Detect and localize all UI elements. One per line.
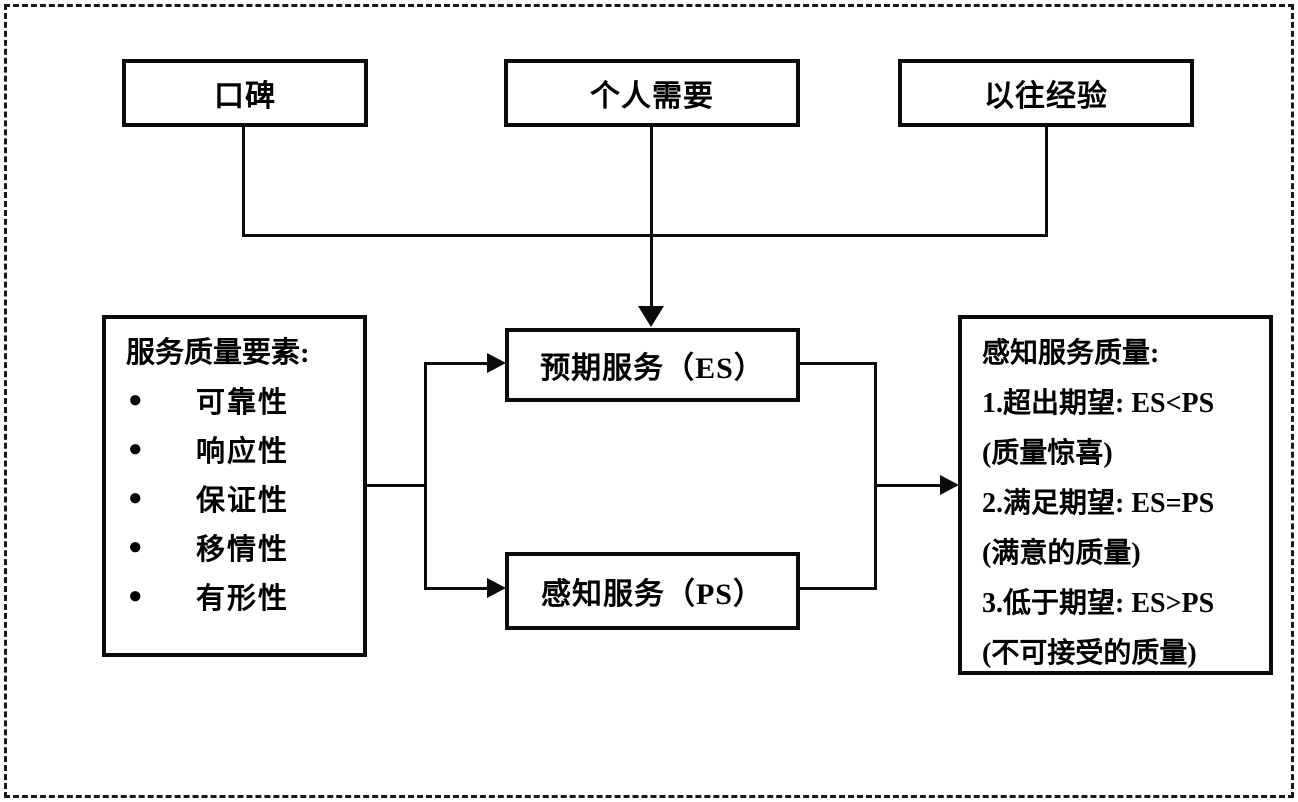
arrowhead-into-ps (487, 578, 506, 598)
box-perceived-service: 感知服务（PS） (505, 552, 800, 630)
connector-experience-down (1045, 126, 1048, 237)
bullet-icon: ● (128, 435, 143, 462)
list-item-empathy: ● 移情性 (126, 522, 363, 571)
bullet-icon: ● (128, 533, 143, 560)
box-service-quality-elements: 服务质量要素: ● 可靠性 ● 响应性 ● 保证性 ● 移情性 ● 有形性 (102, 315, 367, 657)
connector-needs-down (650, 126, 653, 308)
quality-line-exceed-note: (质量惊喜) (982, 438, 1113, 469)
connector-to-es-shaft (424, 362, 488, 365)
list-item-tangibles: ● 有形性 (126, 571, 363, 620)
quality-line-below-note: (不可接受的质量) (982, 638, 1197, 669)
quality-line-meet: 2.满足期望: ES=PS (982, 488, 1215, 519)
list-item-label: 移情性 (196, 533, 290, 566)
box-perceived-service-label: 感知服务（PS） (540, 578, 764, 611)
connector-to-quality-shaft (874, 484, 942, 487)
connector-collector-horizontal (242, 234, 1048, 237)
list-item-label: 有形性 (196, 582, 290, 615)
outer-dashed-border (4, 4, 1294, 798)
connector-elements-stub (367, 484, 426, 487)
bullet-icon: ● (128, 386, 143, 413)
quality-line-exceed: 1.超出期望: ES<PS (982, 388, 1215, 419)
bullet-icon: ● (128, 484, 143, 511)
elements-title: 服务质量要素: (126, 337, 310, 369)
box-personal-needs-label: 个人需要 (590, 80, 714, 113)
bullet-icon: ● (128, 582, 143, 609)
box-word-of-mouth-label: 口碑 (214, 80, 276, 113)
connector-right-bracket-vertical (874, 362, 877, 590)
box-expected-service-label: 预期服务（ES） (540, 352, 765, 385)
connector-wom-down (242, 126, 245, 237)
list-item-label: 可靠性 (196, 386, 290, 419)
box-personal-needs: 个人需要 (504, 59, 800, 127)
arrowhead-into-quality (940, 475, 959, 495)
box-expected-service: 预期服务（ES） (505, 328, 800, 402)
connector-es-stub (798, 362, 877, 365)
quality-line-meet-note: (满意的质量) (982, 538, 1141, 569)
quality-line-below: 3.低于期望: ES>PS (982, 588, 1215, 619)
connector-ps-stub (798, 587, 877, 590)
box-word-of-mouth: 口碑 (122, 59, 368, 127)
arrowhead-into-es (487, 353, 506, 373)
list-item-responsiveness: ● 响应性 (126, 424, 363, 473)
quality-title: 感知服务质量: (982, 338, 1160, 369)
list-item-label: 响应性 (196, 435, 290, 468)
list-item-reliability: ● 可靠性 (126, 375, 363, 424)
connector-left-bracket-vertical (424, 362, 427, 590)
connector-to-ps-shaft (424, 587, 488, 590)
box-past-experience-label: 以往经验 (984, 80, 1108, 113)
box-perceived-service-quality: 感知服务质量: 1.超出期望: ES<PS (质量惊喜) 2.满足期望: ES=… (958, 315, 1273, 675)
box-past-experience: 以往经验 (898, 59, 1194, 127)
list-item-assurance: ● 保证性 (126, 473, 363, 522)
list-item-label: 保证性 (196, 484, 290, 517)
arrowhead-into-expected-service (638, 306, 664, 327)
